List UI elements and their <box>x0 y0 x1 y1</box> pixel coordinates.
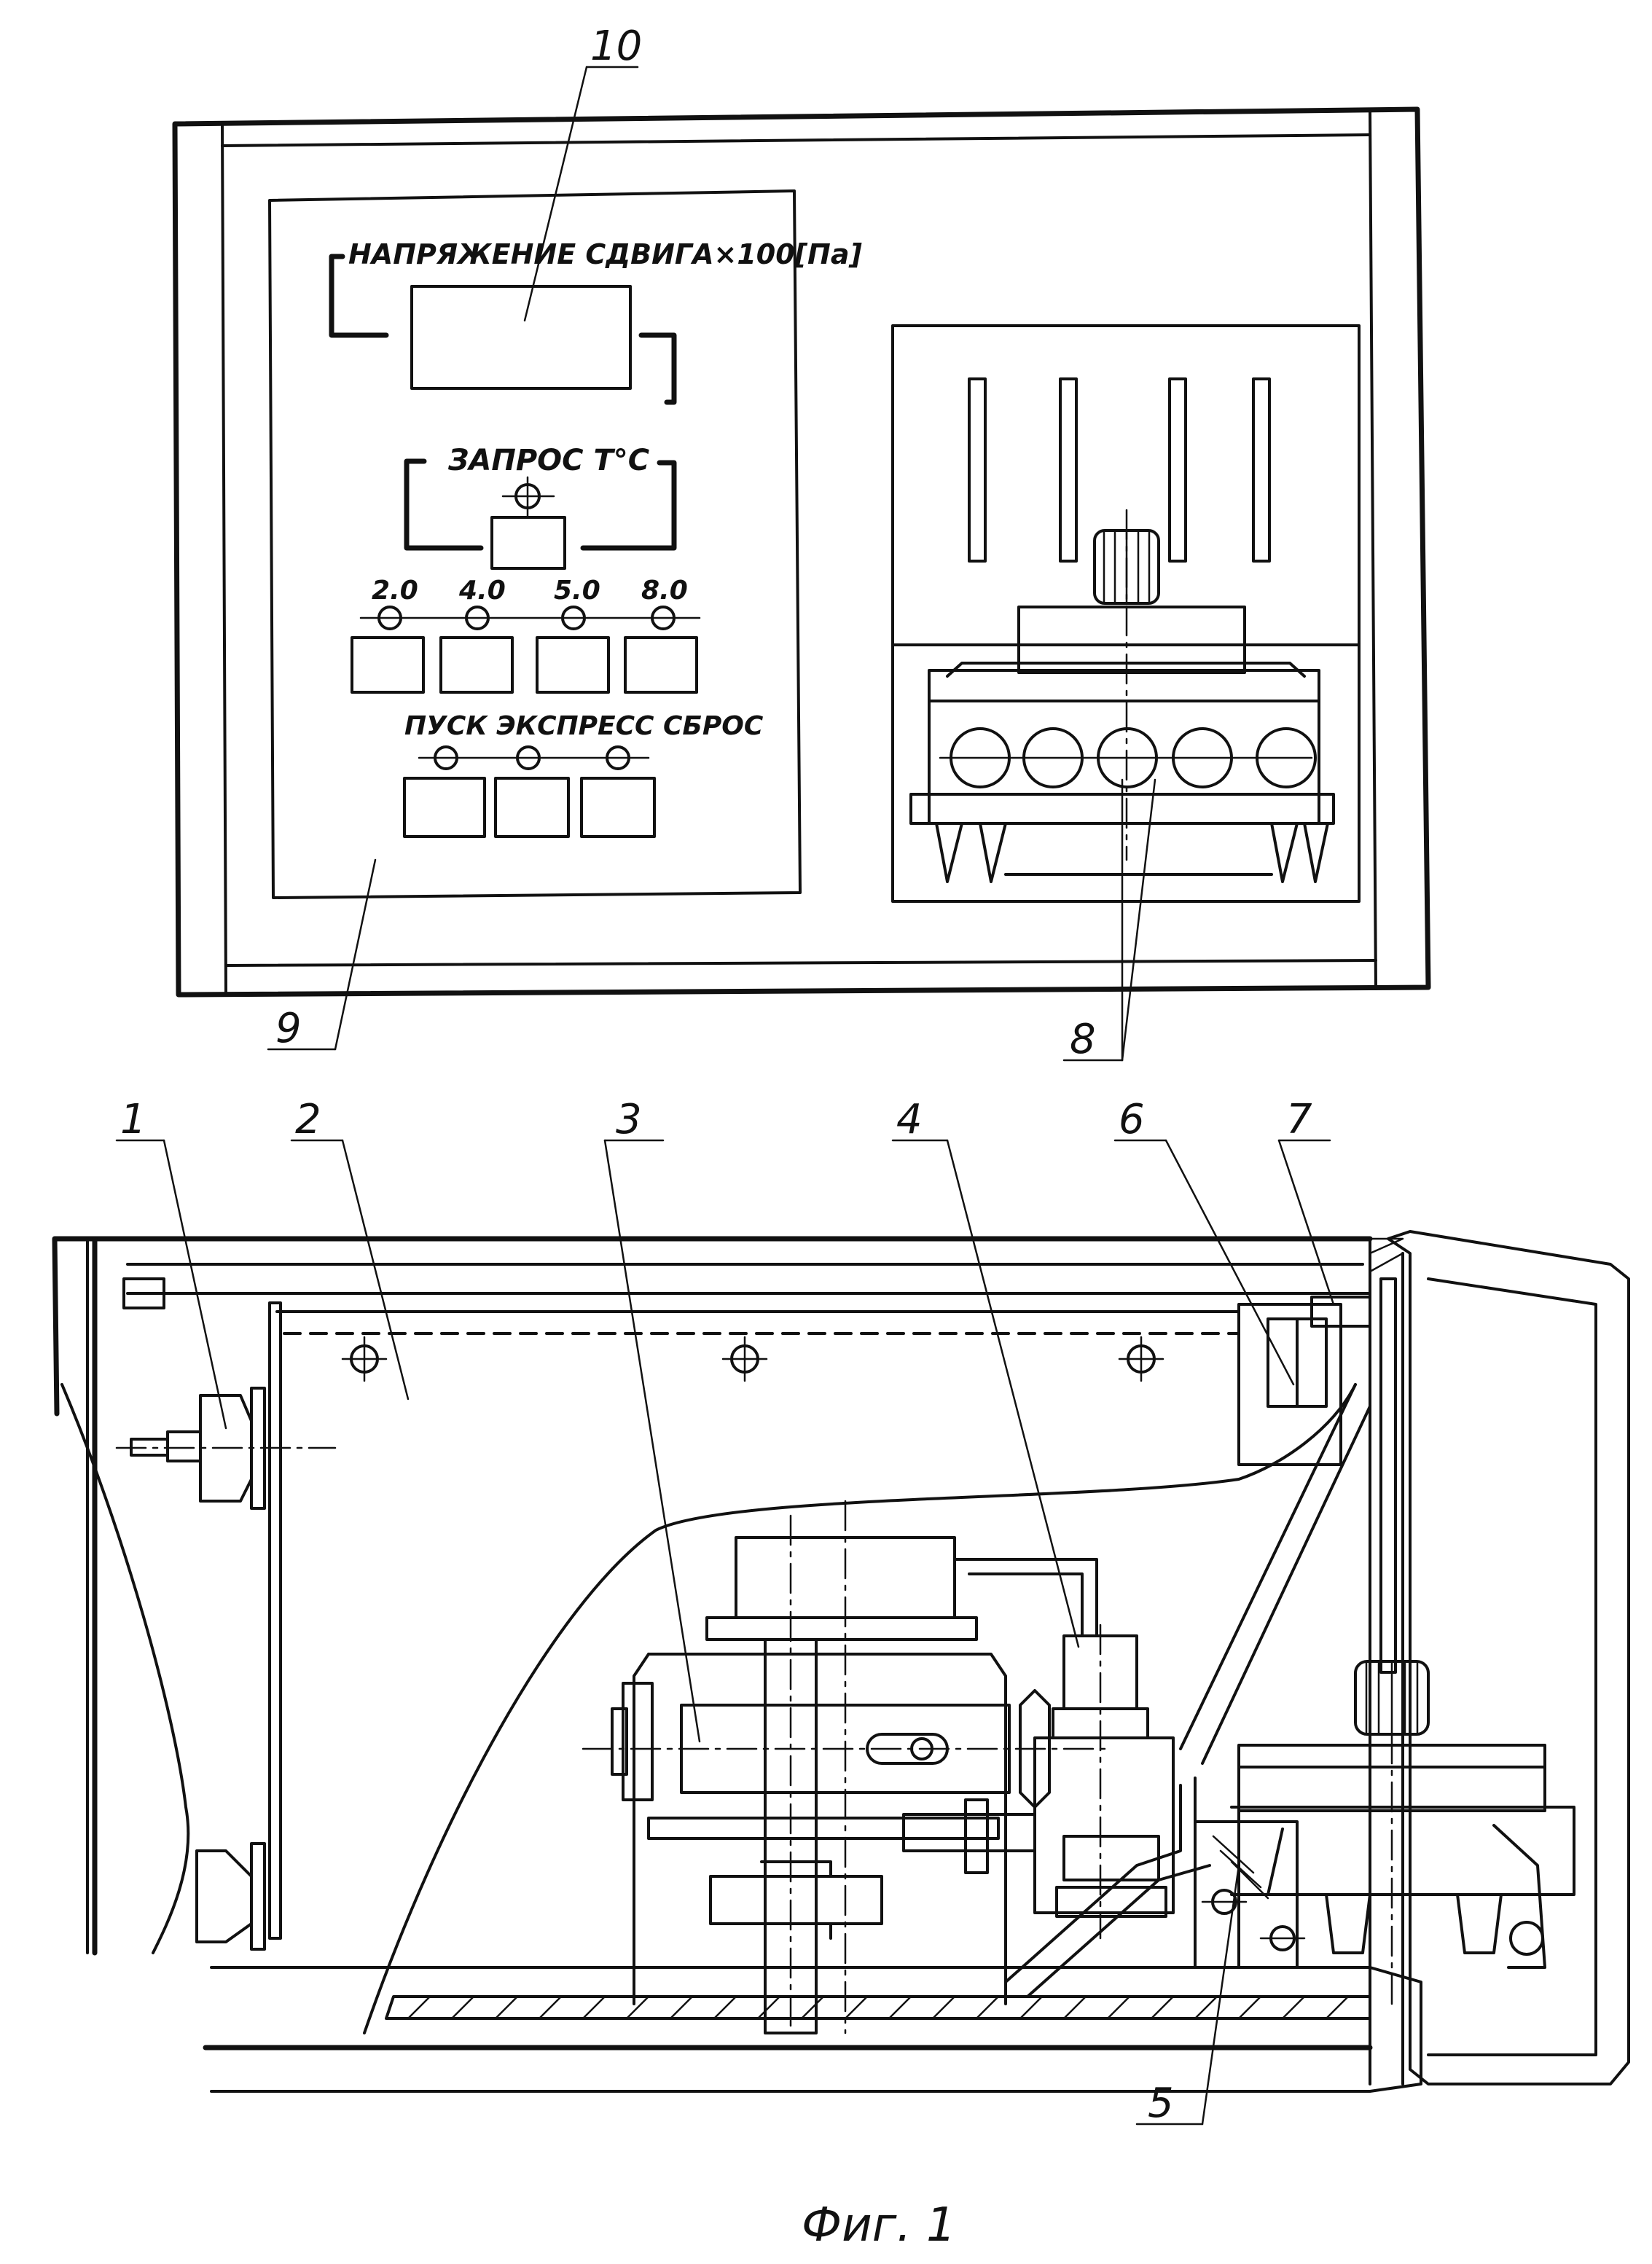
vent-slot-2 <box>1060 379 1076 561</box>
label-7: 7 <box>1286 1096 1312 1143</box>
connector-1 <box>117 1388 335 1508</box>
label-10: 10 <box>590 23 642 70</box>
housing-left-rail <box>222 122 226 992</box>
label-6-leader <box>1166 1140 1293 1384</box>
speed-label-2: 4.0 <box>458 576 506 606</box>
label-9-leader <box>335 860 375 1049</box>
housing-right-rail <box>1370 111 1376 989</box>
connector-lower <box>197 1844 265 1949</box>
pivot-icon <box>1511 1922 1543 1954</box>
speed-button-2[interactable] <box>441 638 512 692</box>
chassis-plate <box>270 1303 281 1938</box>
vent-slot-4 <box>1253 379 1269 561</box>
reset-button[interactable] <box>582 778 654 837</box>
express-button[interactable] <box>496 778 568 837</box>
label-1: 1 <box>120 1096 146 1143</box>
vent-slot-3 <box>1170 379 1186 561</box>
label-1-leader <box>164 1140 226 1428</box>
base-plate <box>386 1997 1370 2018</box>
action-buttons: ПУСК ЭКСПРЕСС СБРОС <box>404 711 764 837</box>
measuring-cell-assembly <box>1195 1231 1629 2084</box>
section-view: 1 2 3 4 6 7 5 <box>55 1096 1629 2127</box>
display-bracket-right <box>641 335 674 402</box>
label-2: 2 <box>295 1096 321 1143</box>
label-7-leader <box>1279 1140 1334 1304</box>
front-view: НАПРЯЖЕНИЕ СДВИГА×100[Па] ЗАПРОС T°C 2.0… <box>175 23 1428 1063</box>
label-4-leader <box>947 1140 1079 1647</box>
drive-mechanism-3 <box>583 1501 1108 2033</box>
label-4: 4 <box>896 1096 923 1143</box>
query-label: ЗАПРОС T°C <box>447 444 649 477</box>
query-button[interactable] <box>492 517 565 568</box>
label-3-leader <box>605 1140 700 1742</box>
speed-button-3[interactable] <box>537 638 608 692</box>
cutaway-break-line <box>62 1384 1355 2033</box>
speed-button-4[interactable] <box>625 638 697 692</box>
label-8: 8 <box>1070 1016 1096 1063</box>
label-3: 3 <box>616 1096 642 1143</box>
actions-label: ПУСК ЭКСПРЕСС СБРОС <box>404 711 764 741</box>
label-6: 6 <box>1119 1096 1145 1143</box>
panel-title: НАПРЯЖЕНИЕ СДВИГА×100[Па] <box>348 238 862 270</box>
speed-label-3: 5.0 <box>554 576 600 606</box>
speed-button-1[interactable] <box>352 638 423 692</box>
control-panel <box>270 191 800 898</box>
speed-label-4: 8.0 <box>641 576 688 606</box>
knurled-knob-side-icon <box>1355 1661 1428 1734</box>
figure-caption: Фиг. 1 <box>802 2198 956 2252</box>
label-5: 5 <box>1148 2080 1174 2127</box>
speed-label-1: 2.0 <box>372 576 418 606</box>
start-button[interactable] <box>404 778 485 837</box>
speed-buttons: 2.0 4.0 5.0 8.0 <box>352 576 700 692</box>
display-window <box>412 286 630 388</box>
cover-door <box>1388 1231 1629 2084</box>
vent-slot-1 <box>969 379 985 561</box>
housing-top-edge <box>222 135 1370 146</box>
base-plate-hatch <box>408 1997 1348 2018</box>
housing-bottom-edge <box>226 960 1376 965</box>
mounting-screw-icons <box>342 1337 1163 1381</box>
label-9: 9 <box>275 1005 302 1052</box>
label-5-leader <box>1202 1865 1239 2124</box>
